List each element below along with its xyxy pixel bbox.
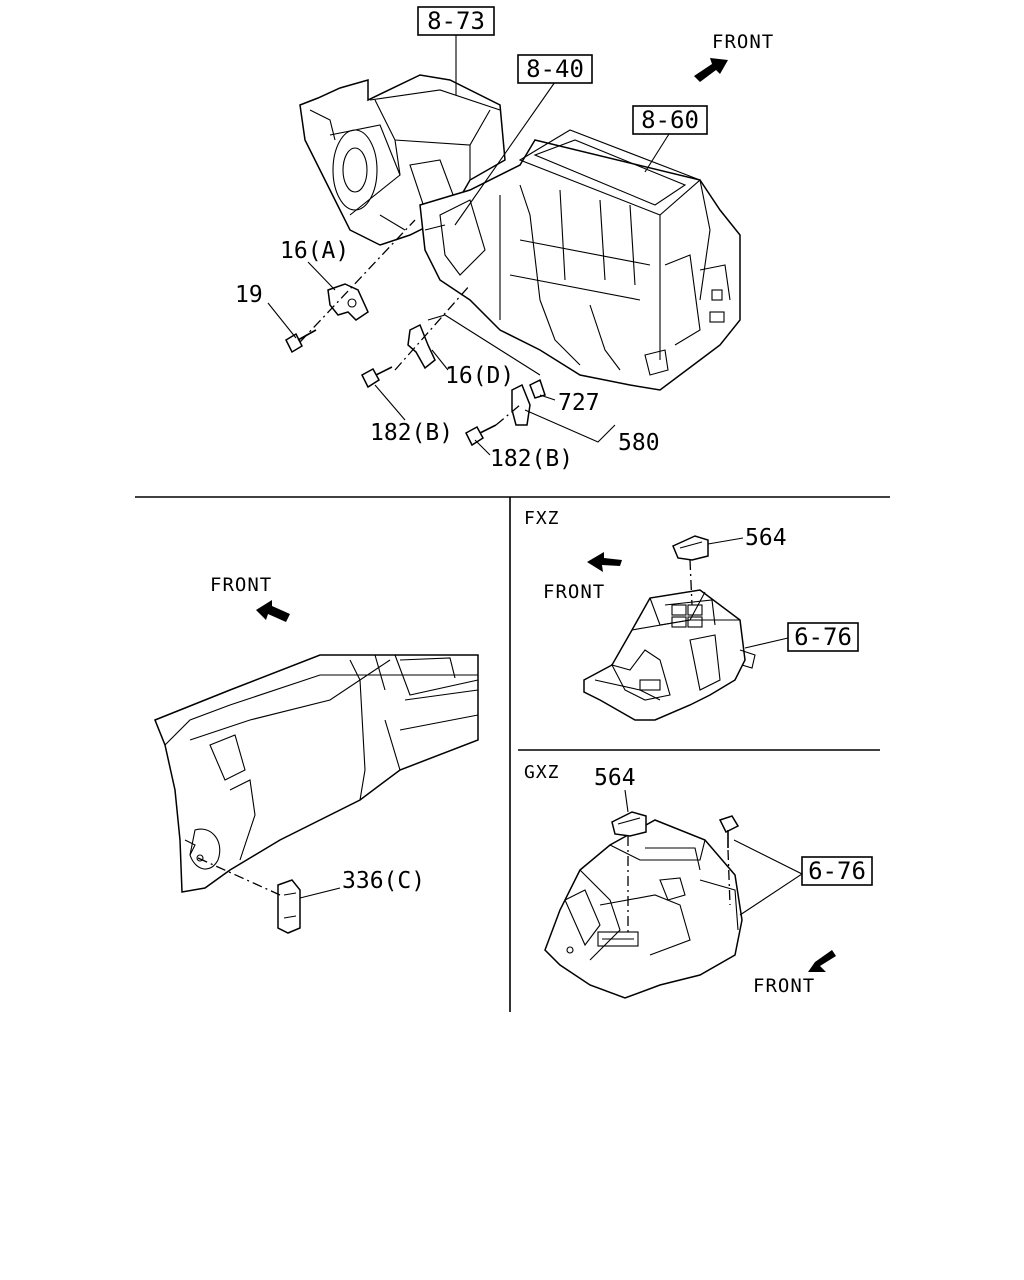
leader-182b-lower	[474, 439, 491, 456]
label-19: 19	[235, 282, 263, 308]
bracket-16a-part	[327, 283, 369, 321]
dashboard-illustration	[154, 654, 479, 893]
leader-16a	[307, 261, 336, 291]
label-727: 727	[558, 390, 600, 416]
front-arrow-left-icon	[256, 600, 290, 622]
ref-box-6-76-gxz[interactable]	[801, 856, 873, 886]
leader-16d	[431, 349, 449, 371]
ref-8-60-label: 8-60	[641, 106, 699, 134]
leader-580	[524, 409, 616, 443]
section-label-gxz: GXZ	[524, 762, 560, 783]
leader-182b-upper	[374, 384, 406, 421]
console-gxz-illustration	[544, 819, 743, 999]
front-arrow-top-icon	[694, 58, 728, 82]
leader-564-gxz	[624, 789, 629, 813]
leader-8-60	[644, 133, 670, 173]
front-label-left: FRONT	[210, 574, 272, 596]
front-arrow-gxz-icon	[808, 950, 836, 972]
front-arrow-fxz-icon	[587, 552, 622, 572]
ref-8-73-label: 8-73	[427, 7, 485, 35]
label-336c: 336(C)	[342, 868, 425, 894]
label-564-gxz: 564	[594, 765, 636, 791]
leader-6-76-gxz	[733, 839, 804, 916]
ref-6-76-fxz-label: 6-76	[794, 623, 852, 651]
section-dividers	[135, 496, 890, 1012]
screw-gxz-part	[718, 815, 740, 848]
switch-564-gxz-part	[611, 811, 647, 837]
label-182b-upper: 182(B)	[370, 420, 453, 446]
ref-8-40-label: 8-40	[526, 55, 584, 83]
leader-727	[539, 394, 556, 401]
front-label-top: FRONT	[712, 31, 774, 53]
leader-336c	[299, 887, 341, 899]
ref-6-76-gxz-label: 6-76	[808, 857, 866, 885]
screw-182b-lower-part	[465, 424, 497, 447]
leader-8-40	[454, 81, 556, 226]
label-564-fxz: 564	[745, 525, 787, 551]
screw-182b-upper-part	[361, 366, 393, 389]
label-16a: 16(A)	[280, 238, 349, 264]
leader-6-76-fxz	[744, 637, 789, 649]
switch-564-fxz-part	[672, 535, 709, 561]
label-182b-lower: 182(B)	[490, 446, 573, 472]
label-16d: 16(D)	[445, 363, 514, 389]
section-label-fxz: FXZ	[524, 508, 560, 529]
front-label-fxz: FRONT	[543, 581, 605, 603]
clip-336c-part	[277, 879, 301, 934]
bracket-16d-part	[407, 323, 436, 370]
ref-box-8-73[interactable]	[417, 6, 495, 36]
ref-box-6-76-fxz[interactable]	[787, 622, 859, 652]
leader-19	[267, 302, 297, 339]
leader-564-fxz	[707, 537, 744, 545]
bracket-580-part	[511, 378, 546, 426]
label-580: 580	[618, 430, 660, 456]
front-label-gxz: FRONT	[753, 975, 815, 997]
ref-box-8-60[interactable]	[632, 105, 708, 135]
ref-box-8-40[interactable]	[517, 54, 593, 84]
console-fxz-illustration	[583, 589, 756, 721]
hvac-assembly-illustration	[299, 74, 741, 391]
